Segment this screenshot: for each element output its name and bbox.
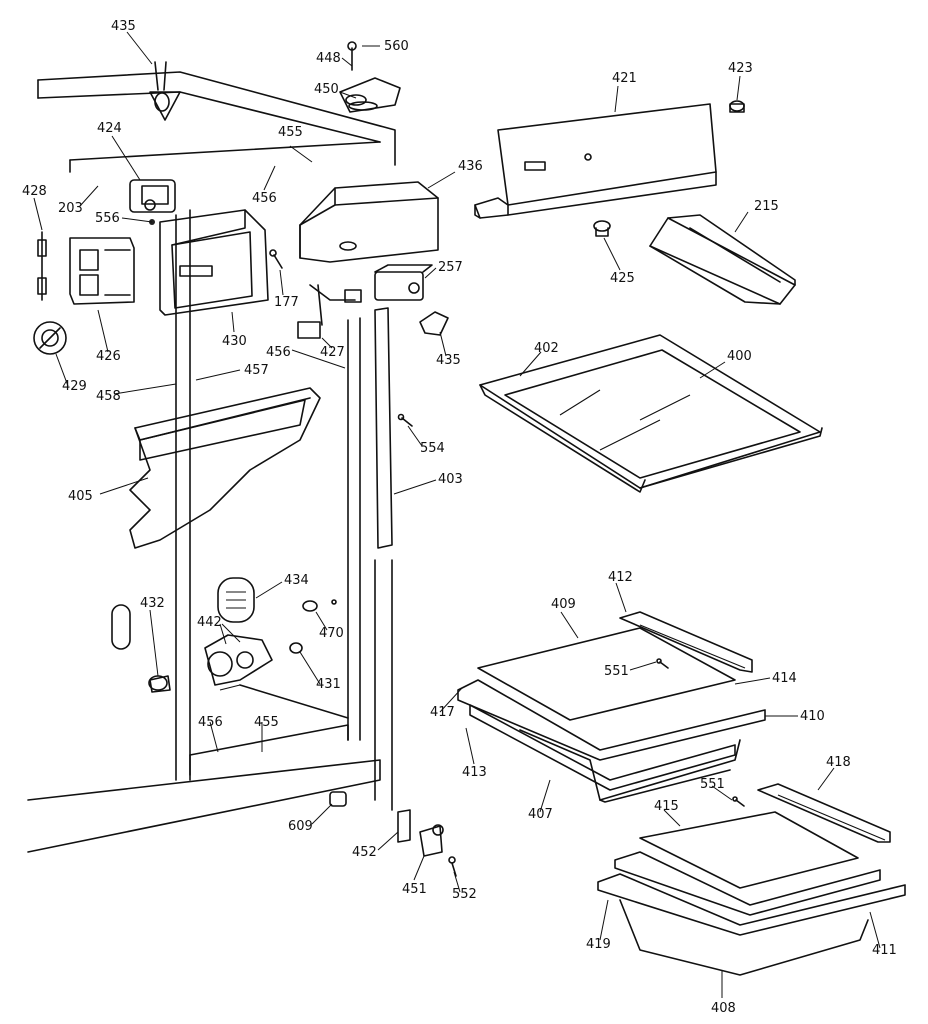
label-257: 257	[438, 260, 463, 275]
part-436-shroud	[299, 181, 439, 263]
part-215-bin	[649, 214, 796, 305]
label-409: 409	[551, 597, 576, 612]
part-432	[111, 604, 171, 693]
label-421: 421	[612, 71, 637, 86]
part-423	[729, 100, 745, 113]
label-456-c: 456	[198, 715, 223, 730]
part-434-knob	[217, 577, 255, 623]
label-436: 436	[458, 159, 483, 174]
part-435-clip	[419, 311, 449, 336]
part-427-wiring	[297, 284, 362, 339]
label-556: 556	[95, 211, 120, 226]
label-450: 450	[314, 82, 339, 97]
part-428	[37, 231, 47, 301]
part-421-panel	[474, 103, 717, 219]
label-470: 470	[319, 626, 344, 641]
label-413: 413	[462, 765, 487, 780]
label-431: 431	[316, 677, 341, 692]
part-408-crisper	[597, 783, 906, 976]
label-451: 451	[402, 882, 427, 897]
label-551: 551	[604, 664, 629, 679]
label-403: 403	[438, 472, 463, 487]
label-458: 458	[96, 389, 121, 404]
label-554: 554	[420, 441, 445, 456]
label-609: 609	[288, 819, 313, 834]
part-435-top	[149, 61, 181, 121]
label-407: 407	[528, 807, 553, 822]
label-455: 455	[278, 125, 303, 140]
label-418: 418	[826, 755, 851, 770]
leader-lines	[33, 31, 881, 998]
label-435: 435	[111, 19, 136, 34]
label-425: 425	[610, 271, 635, 286]
label-427: 427	[320, 345, 345, 360]
label-428: 428	[22, 184, 47, 199]
part-431	[289, 642, 303, 654]
label-455-b: 455	[254, 715, 279, 730]
label-412: 412	[608, 570, 633, 585]
label-414: 414	[772, 671, 797, 686]
label-408: 408	[711, 1001, 736, 1016]
part-400-shelf	[479, 334, 823, 493]
label-203: 203	[58, 201, 83, 216]
label-434: 434	[284, 573, 309, 588]
part-430-housing	[159, 209, 269, 316]
label-426: 426	[96, 349, 121, 364]
label-400: 400	[727, 349, 752, 364]
part-551-screw-a	[656, 658, 669, 669]
label-419: 419	[586, 937, 611, 952]
part-442-thermostat	[204, 634, 273, 686]
cabinet-frame	[27, 71, 396, 853]
part-552	[448, 856, 457, 877]
part-177-screw	[269, 249, 283, 269]
callout-labels: 435 448 560 450 421 423 424 455 436 428 …	[22, 19, 897, 1016]
label-457: 457	[244, 363, 269, 378]
label-560: 560	[384, 39, 409, 54]
label-429: 429	[62, 379, 87, 394]
label-448: 448	[316, 51, 341, 66]
label-430: 430	[222, 334, 247, 349]
part-452	[397, 809, 411, 843]
label-442: 442	[197, 615, 222, 630]
part-429-dial	[33, 321, 67, 355]
part-554-screw	[397, 413, 413, 427]
part-426-cover	[69, 237, 135, 305]
part-424-timer	[129, 179, 176, 225]
label-456: 456	[252, 191, 277, 206]
part-551-screw-b	[732, 796, 745, 807]
part-403-rail	[374, 307, 393, 549]
part-609	[329, 791, 347, 807]
part-405-cover	[129, 387, 321, 549]
part-425	[593, 220, 611, 237]
part-451	[419, 824, 444, 857]
part-407-crisper	[457, 611, 766, 803]
label-410: 410	[800, 709, 825, 724]
label-552: 552	[452, 887, 477, 902]
label-411: 411	[872, 943, 897, 958]
label-177: 177	[274, 295, 299, 310]
label-452: 452	[352, 845, 377, 860]
label-405: 405	[68, 489, 93, 504]
label-215: 215	[754, 199, 779, 214]
part-448-bracket	[339, 41, 401, 113]
label-424: 424	[97, 121, 122, 136]
label-432: 432	[140, 596, 165, 611]
label-435-b: 435	[436, 353, 461, 368]
label-423: 423	[728, 61, 753, 76]
label-402: 402	[534, 341, 559, 356]
label-417: 417	[430, 705, 455, 720]
part-257-motor	[374, 264, 433, 301]
label-415: 415	[654, 799, 679, 814]
label-456-b: 456	[266, 345, 291, 360]
label-551-b: 551	[700, 777, 725, 792]
part-470	[302, 599, 337, 612]
